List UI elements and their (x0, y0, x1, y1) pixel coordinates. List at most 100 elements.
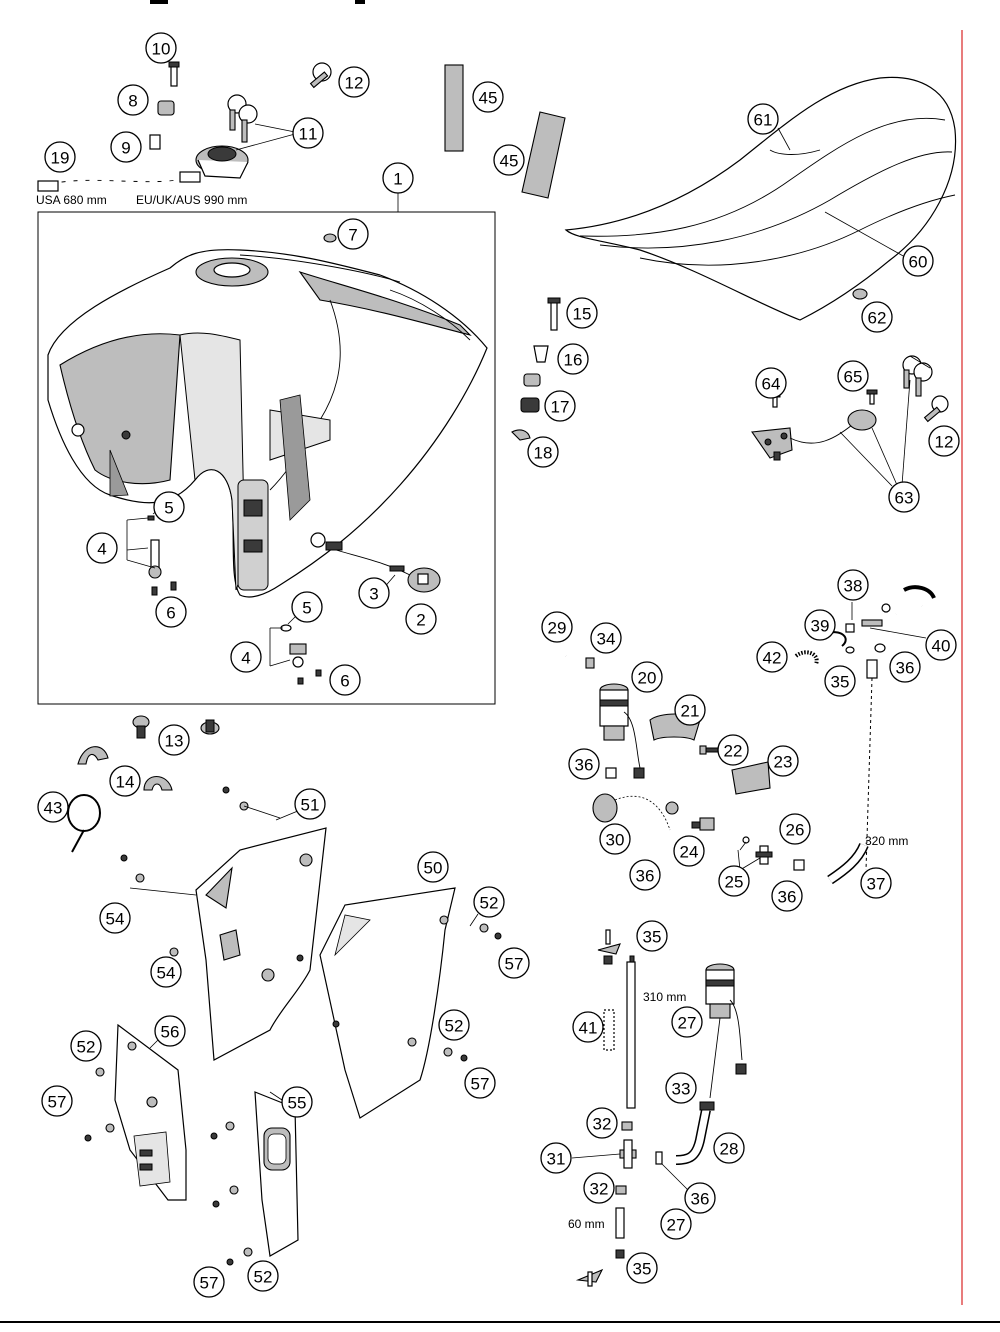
callout-circle (540, 1142, 572, 1174)
callout-36: 36 (771, 880, 803, 912)
callout-number: 14 (116, 773, 135, 792)
callout-circle (586, 1107, 618, 1139)
callout-circle (382, 162, 414, 194)
callout-number: 12 (935, 433, 954, 452)
callout-number: 42 (763, 649, 782, 668)
callout-22: 22 (717, 734, 749, 766)
callout-circle (281, 1086, 313, 1118)
callout-circle (674, 694, 706, 726)
callout-circle (767, 745, 799, 777)
callout-45: 45 (472, 81, 504, 113)
callout-circle (405, 603, 437, 635)
callout-number: 16 (564, 351, 583, 370)
callout-36: 36 (684, 1182, 716, 1214)
fasteners-shrouds (84, 786, 502, 1266)
callout-number: 3 (369, 585, 378, 604)
callout-37: 37 (860, 867, 892, 899)
callout-17: 17 (544, 390, 576, 422)
callout-circle (889, 651, 921, 683)
callout-number: 20 (638, 669, 657, 688)
callout-number: 22 (724, 742, 743, 761)
screw-10 (168, 61, 180, 87)
callout-number: 24 (680, 843, 699, 862)
rubber-17 (520, 373, 541, 413)
callout-51: 51 (294, 788, 326, 820)
callout-41: 41 (572, 1011, 604, 1043)
connector-24 (691, 817, 715, 831)
callout-number: 15 (573, 305, 592, 324)
callout-25: 25 (718, 865, 750, 897)
callout-number: 45 (479, 89, 498, 108)
callout-32: 32 (586, 1107, 618, 1139)
callout-circle (771, 880, 803, 912)
clamp-33 (699, 1101, 715, 1111)
callout-circle (713, 1132, 745, 1164)
callout-circle (747, 103, 779, 135)
callout-6: 6 (155, 596, 187, 628)
callout-36: 36 (629, 859, 661, 891)
hose-19 (37, 171, 201, 192)
callout-18: 18 (527, 436, 559, 468)
callout-number: 52 (254, 1268, 273, 1287)
callout-number: 50 (424, 859, 443, 878)
hose-27-short (615, 1207, 625, 1239)
callout-30: 30 (599, 823, 631, 855)
callout-10: 10 (145, 32, 177, 64)
fuel-tap-left (126, 507, 177, 596)
tank-assembly-box (37, 211, 496, 705)
callout-number: 57 (48, 1093, 67, 1112)
callout-number: 28 (720, 1140, 739, 1159)
callout-circle (718, 865, 750, 897)
callout-56: 56 (154, 1015, 186, 1047)
callout-circle (230, 641, 262, 673)
callout-circle (155, 596, 187, 628)
callout-circle (636, 920, 668, 952)
callout-number: 55 (288, 1094, 307, 1113)
callout-36: 36 (568, 748, 600, 780)
callout-circle (541, 611, 573, 643)
cable-tie-43 (67, 794, 101, 853)
callout-circle (599, 823, 631, 855)
sleeve-36-pump (605, 767, 679, 815)
callout-45: 45 (493, 144, 525, 176)
dimension-label: EU/UK/AUS 990 mm (136, 193, 247, 207)
callout-27: 27 (671, 1006, 703, 1038)
callout-23: 23 (767, 745, 799, 777)
callout-circle (117, 84, 149, 116)
callout-1: 1 (382, 162, 414, 194)
callout-52: 52 (247, 1260, 279, 1292)
callout-circle (660, 1208, 692, 1240)
seat-lock-63 (751, 355, 933, 487)
callout-4: 4 (86, 532, 118, 564)
callout-number: 17 (551, 398, 570, 417)
dimension-label: 60 mm (568, 1217, 605, 1231)
callout-number: 1 (393, 170, 402, 189)
callout-5: 5 (291, 591, 323, 623)
callout-55: 55 (281, 1086, 313, 1118)
nipple-25 (737, 836, 773, 871)
callout-circle (572, 1011, 604, 1043)
callout-11: 11 (292, 117, 324, 149)
callout-number: 31 (547, 1150, 566, 1169)
callout-circle (158, 724, 190, 756)
callout-circle (438, 1009, 470, 1041)
callout-number: 10 (152, 40, 171, 59)
callout-39: 39 (804, 609, 836, 641)
callout-29: 29 (541, 611, 573, 643)
callout-number: 45 (500, 152, 519, 171)
callout-number: 27 (667, 1216, 686, 1235)
dimension-label: 320 mm (865, 834, 908, 848)
foam-45-a (444, 64, 464, 152)
callout-circle (291, 591, 323, 623)
callout-number: 5 (164, 499, 173, 518)
callout-number: 2 (416, 611, 425, 630)
callout-number: 4 (241, 649, 250, 668)
filter-30 (592, 793, 671, 831)
sleeve-36-b (793, 859, 805, 871)
callout-number: 12 (345, 74, 364, 93)
hose-28 (675, 1109, 711, 1165)
callout-number: 61 (754, 111, 773, 130)
foam-45-b (521, 111, 566, 199)
